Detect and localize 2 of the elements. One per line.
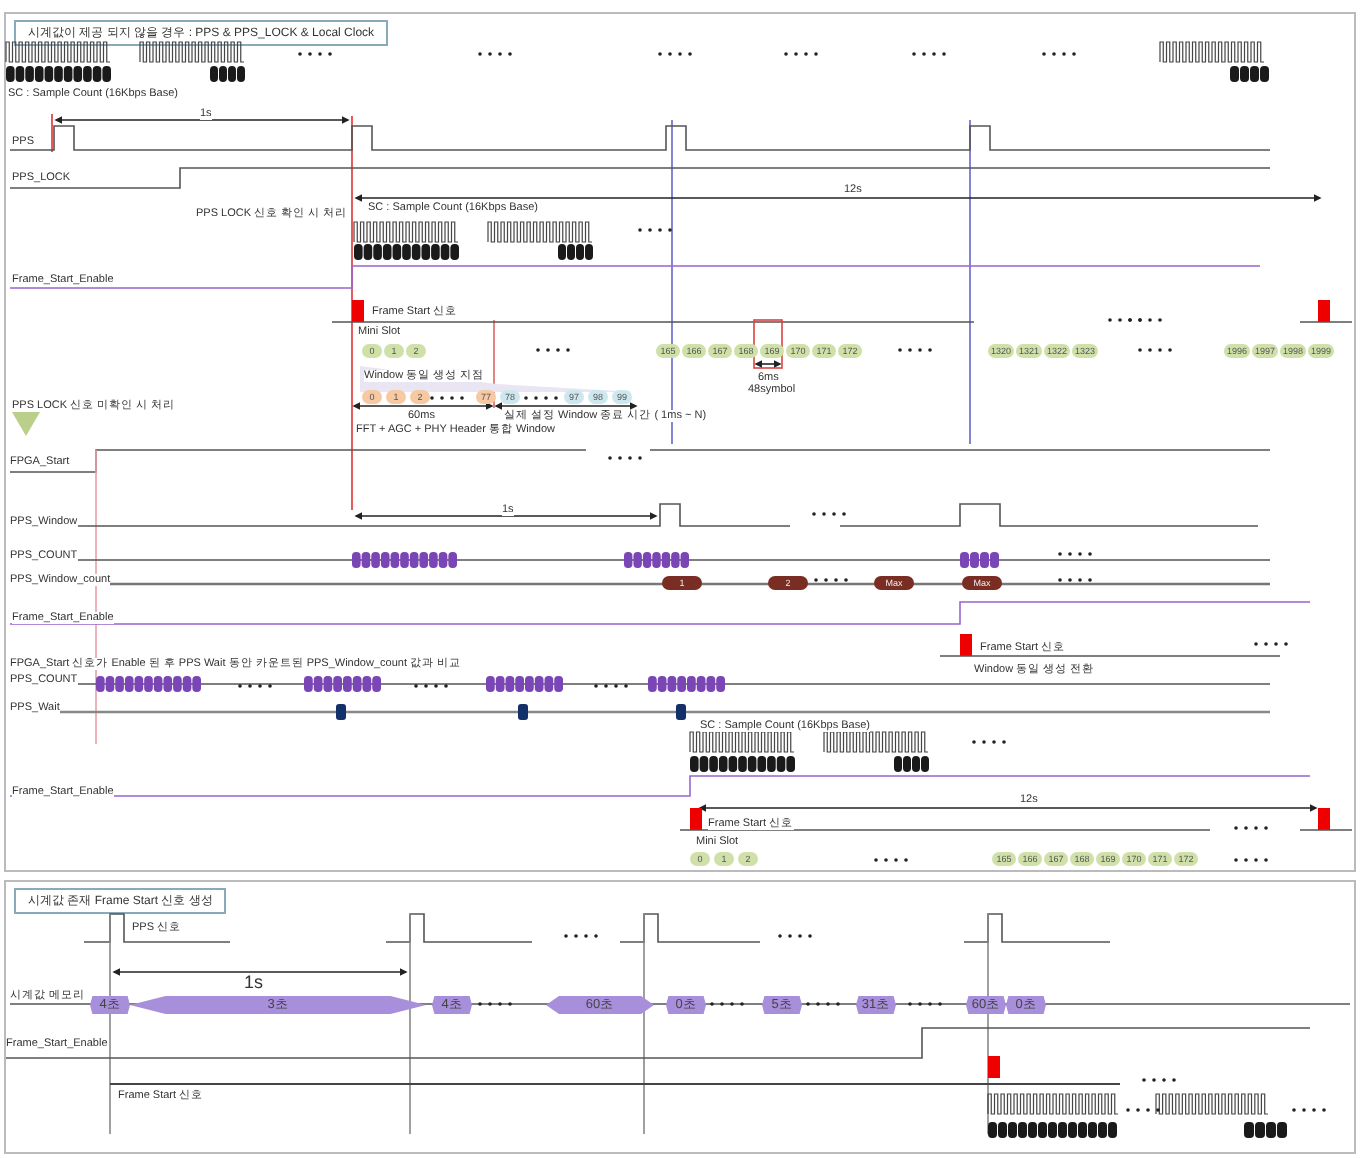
timing-panel xyxy=(4,880,1356,1154)
signal-label: 1s xyxy=(244,974,264,994)
